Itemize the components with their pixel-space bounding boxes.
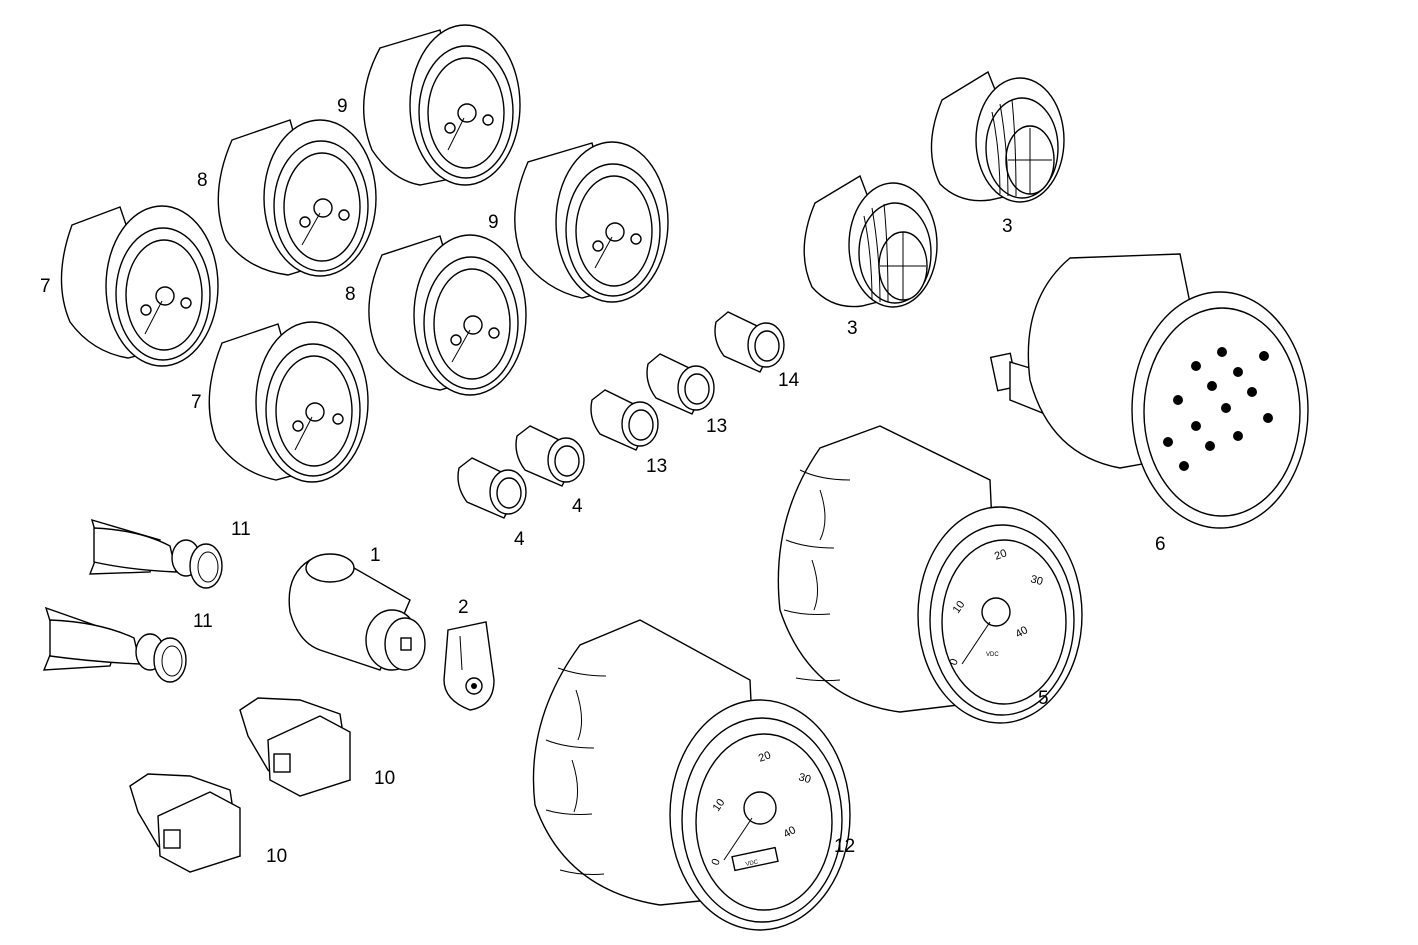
multipin-connector-part-10-lower (129, 773, 241, 873)
gauge5-tick-20: 20 (993, 547, 1009, 562)
callout-4-lower: 4 (514, 529, 525, 550)
gauge-part-5: 0 10 20 30 40 VDC (777, 425, 1083, 724)
callout-12: 12 (834, 836, 855, 857)
callout-2: 2 (458, 597, 469, 618)
callout-3-lower: 3 (847, 318, 858, 339)
callout-9-middle: 9 (488, 212, 499, 233)
callout-13-lower: 13 (646, 456, 667, 477)
cable-connector-part-11-upper (88, 518, 223, 589)
gauge5-tick-40: 40 (1014, 624, 1031, 641)
grille-cap-part-3-lower (803, 174, 938, 308)
gauge-part-7-left (60, 205, 219, 367)
callout-13-upper: 13 (706, 416, 727, 437)
gauge-part-6 (989, 253, 1309, 529)
clip-part-2 (443, 621, 495, 711)
socket-part-4-lower (457, 457, 527, 519)
gauge-part-9-top (363, 24, 521, 186)
gauge5-tick-0: 0 (948, 657, 961, 667)
gauge-part-8-upper (217, 119, 377, 277)
perforation-holes (1163, 347, 1273, 471)
gauge-part-8-middle (368, 234, 527, 396)
gauge5-tick-10: 10 (951, 599, 968, 616)
callout-11-upper: 11 (231, 519, 251, 540)
socket-part-4-upper (515, 425, 585, 487)
callout-4-upper: 4 (572, 496, 583, 517)
callout-7-lower: 7 (191, 392, 202, 413)
callout-11-lower: 11 (193, 611, 213, 632)
gauge12-tick-20: 20 (757, 749, 773, 764)
gauge12-tick-30: 30 (797, 771, 812, 786)
callout-6: 6 (1155, 534, 1166, 555)
callout-10-upper: 10 (374, 768, 395, 789)
gauge5-tick-30: 30 (1029, 573, 1044, 588)
cable-connector-part-11-lower (42, 606, 187, 683)
gauge-part-9-middle (514, 141, 669, 303)
bulb-socket-part-1 (288, 553, 426, 671)
gauge-part-12: 0 10 20 30 40 VDC (532, 619, 851, 931)
callout-8-middle: 8 (345, 284, 356, 305)
callout-3-upper: 3 (1002, 216, 1013, 237)
callout-1: 1 (370, 545, 381, 566)
multipin-connector-part-10-upper (239, 697, 351, 797)
grille-cap-part-3-upper (930, 70, 1065, 203)
callout-14: 14 (778, 370, 800, 391)
gauge-part-7-lower (208, 321, 369, 483)
gauge12-tick-0: 0 (710, 857, 723, 867)
gauge12-tick-10: 10 (711, 797, 728, 814)
socket-part-13-upper (646, 353, 715, 415)
callout-9-top: 9 (337, 96, 348, 117)
socket-part-13-lower (590, 389, 659, 451)
socket-part-14 (714, 311, 785, 373)
callout-7-left: 7 (40, 276, 51, 297)
callout-8-upper: 8 (197, 170, 208, 191)
gauge5-unit: VDC (986, 652, 999, 658)
callout-10-lower: 10 (266, 846, 287, 867)
callout-5: 5 (1038, 688, 1049, 709)
gauge12-tick-40: 40 (782, 824, 799, 841)
gauge12-unit: VDC (745, 859, 759, 868)
